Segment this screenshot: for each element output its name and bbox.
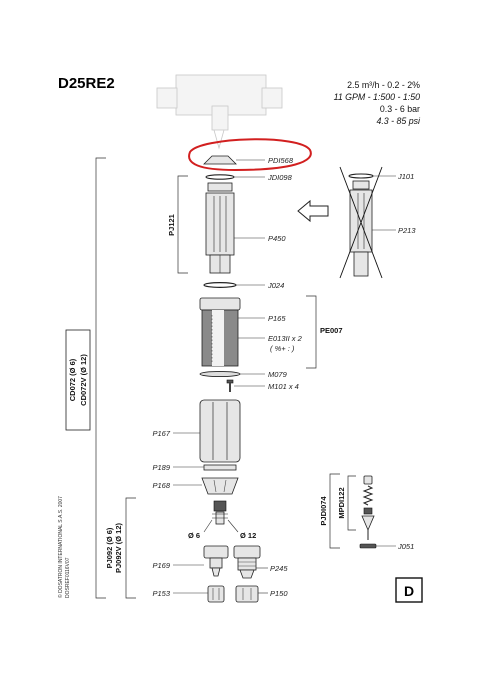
spec-pressure-bar: 0.3 - 6 bar — [380, 104, 420, 114]
part-pdi568 — [203, 155, 265, 165]
part-m079 — [199, 370, 265, 378]
label-j101: J101 — [397, 172, 414, 181]
bracket-pj121 — [177, 175, 188, 274]
spec-pressure-psi: 4.3 - 85 psi — [376, 116, 421, 126]
group-pj092: PJ092 (Ø 6) — [105, 527, 114, 568]
part-p165 — [199, 297, 265, 367]
label-p213: P213 — [398, 226, 416, 235]
part-p150 — [235, 585, 268, 603]
model-title: D25RE2 — [58, 75, 115, 92]
part-valve-stub — [212, 500, 228, 525]
label-p165: P165 — [268, 314, 286, 323]
part-p168 — [173, 477, 239, 495]
part-j051 — [359, 543, 396, 549]
bracket-mpdi122 — [347, 475, 356, 531]
bracket-pj092 — [125, 497, 136, 599]
label-p150: P150 — [270, 589, 288, 598]
bracket-pjdi074 — [329, 473, 340, 549]
part-p169 — [173, 545, 229, 577]
label-m101: M101 x 4 — [268, 382, 299, 391]
label-pdi568: PDI568 — [268, 156, 294, 165]
label-j051: J051 — [397, 542, 414, 551]
bracket-pe007 — [306, 295, 317, 369]
section-letter: D — [404, 583, 414, 599]
group-pj092v: PJ092V (Ø 12) — [114, 522, 123, 573]
part-p189 — [173, 464, 237, 471]
copyright-line1: © DOSATRON INTERNATIONAL S.A.S. 2007 — [57, 496, 64, 598]
label-diameter-6: Ø 6 — [188, 531, 200, 540]
part-p153 — [173, 585, 225, 603]
part-mpdi122 — [361, 475, 375, 540]
part-jdi098 — [205, 174, 265, 180]
group-cd072: CD072 (Ø 6) — [68, 358, 77, 401]
label-e013-note: ( %+ : ) — [270, 344, 295, 353]
label-p167: P167 — [152, 429, 170, 438]
group-pj121: PJ121 — [167, 214, 176, 236]
label-j024: J024 — [267, 281, 284, 290]
label-p169: P169 — [152, 561, 170, 570]
label-e013: E013II x 2 — [268, 334, 303, 343]
lead-diameter-12 — [227, 519, 239, 533]
label-diameter-12: Ø 12 — [240, 531, 256, 540]
group-pjdi074: PJDI074 — [319, 496, 328, 526]
label-p153: P153 — [152, 589, 170, 598]
group-pe007: PE007 — [320, 326, 343, 335]
label-m079: M079 — [268, 370, 288, 379]
ghost-pump-body — [156, 74, 283, 150]
label-p168: P168 — [152, 481, 170, 490]
lead-diameter-6 — [203, 519, 213, 533]
label-p189: P189 — [152, 463, 170, 472]
label-jdi098: JDI098 — [267, 173, 293, 182]
part-p213 — [339, 166, 396, 279]
part-j024 — [203, 282, 265, 289]
arrow-left-icon — [297, 199, 329, 223]
part-p167 — [173, 399, 241, 463]
label-p245: P245 — [270, 564, 288, 573]
spec-flow-metric: 2.5 m³/h - 0.2 - 2% — [347, 80, 420, 90]
group-mpdi122: MPDI122 — [337, 487, 346, 518]
box-cd072 — [65, 329, 91, 431]
group-cd072v: CD072V (Ø 12) — [79, 354, 88, 406]
label-p450: P450 — [268, 234, 286, 243]
part-m101 — [226, 379, 265, 392]
section-box — [395, 577, 423, 603]
bracket-cd072 — [95, 157, 106, 599]
copyright-line2: DOSREF0116V07 — [65, 557, 71, 598]
part-p450 — [205, 182, 265, 274]
spec-flow-imperial: 11 GPM - 1:500 - 1:50 — [334, 92, 420, 102]
part-p245 — [233, 545, 268, 579]
highlight-circle — [188, 138, 312, 172]
